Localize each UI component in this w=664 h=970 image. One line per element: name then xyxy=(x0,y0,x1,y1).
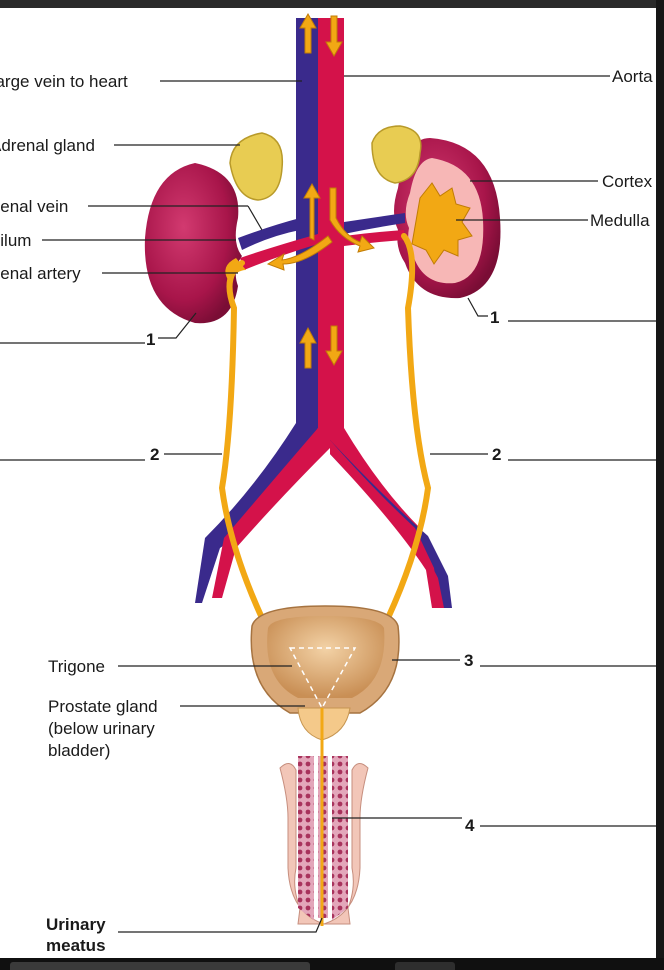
window-top-bar xyxy=(0,0,664,8)
label-large-vein: Large vein to heart xyxy=(0,72,128,91)
aorta-vessel xyxy=(212,18,446,608)
prostate-gland xyxy=(297,707,351,741)
number-4: 4 xyxy=(465,816,475,835)
label-aorta: Aorta xyxy=(612,67,653,86)
label-meatus-1: Urinary xyxy=(46,915,106,934)
window-right-edge xyxy=(656,0,664,970)
taskbar-tab[interactable] xyxy=(395,962,455,970)
taskbar-tab[interactable] xyxy=(10,962,310,970)
urinary-system-diagram: Large vein to heart Aorta Adrenal gland … xyxy=(0,12,656,955)
label-medulla: Medulla xyxy=(590,211,650,230)
urinary-bladder xyxy=(250,605,400,714)
number-1-left: 1 xyxy=(146,330,155,349)
right-renal-vein xyxy=(344,213,405,234)
left-ureter xyxy=(218,260,265,621)
number-1-right: 1 xyxy=(490,308,499,327)
right-ureter xyxy=(385,233,432,621)
penis-urethra xyxy=(279,756,369,925)
number-2-left: 2 xyxy=(150,445,159,464)
leader-lines xyxy=(0,75,656,933)
left-kidney xyxy=(144,163,242,324)
number-3: 3 xyxy=(464,651,473,670)
label-prostate-3: bladder) xyxy=(48,741,110,760)
right-iliac-artery xyxy=(330,440,440,608)
label-meatus-2: meatus xyxy=(46,936,106,955)
left-renal-artery xyxy=(240,234,318,270)
label-renal-vein: Renal vein xyxy=(0,197,68,216)
renal-medulla xyxy=(411,182,473,265)
label-renal-artery: Renal artery xyxy=(0,264,81,283)
right-adrenal-gland xyxy=(371,125,422,184)
label-cortex: Cortex xyxy=(602,172,653,191)
trigone-area xyxy=(288,647,357,710)
label-adrenal-gland: Adrenal gland xyxy=(0,136,95,155)
left-adrenal-gland xyxy=(229,132,284,201)
label-trigone: Trigone xyxy=(48,657,105,676)
right-kidney xyxy=(394,138,501,299)
label-hilum: Hilum xyxy=(0,231,31,250)
label-prostate-1: Prostate gland xyxy=(48,697,158,716)
left-renal-vein xyxy=(238,218,300,250)
left-renal-pelvis xyxy=(225,258,246,280)
label-prostate-2: (below urinary xyxy=(48,719,155,738)
flow-arrows xyxy=(266,12,375,369)
number-2-right: 2 xyxy=(492,445,501,464)
inferior-vena-cava xyxy=(195,18,318,603)
diagram-frame: Large vein to heart Aorta Adrenal gland … xyxy=(0,8,656,958)
